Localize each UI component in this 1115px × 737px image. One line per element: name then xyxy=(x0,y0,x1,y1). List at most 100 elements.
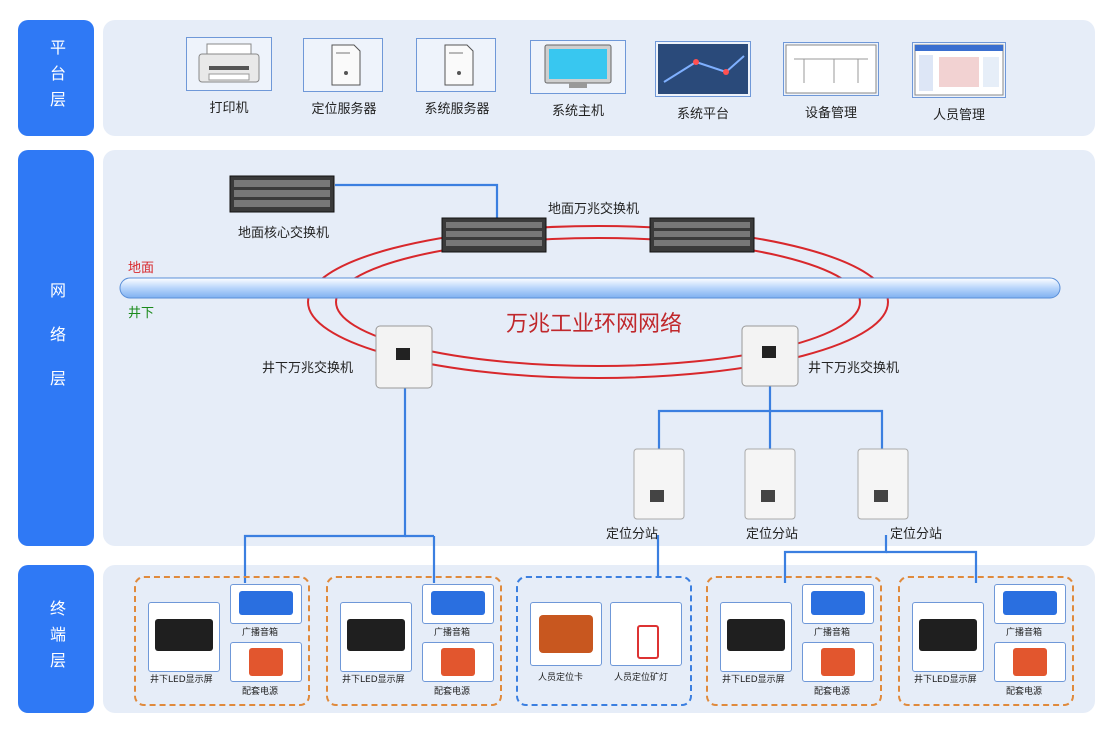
terminal-group-3: 人员定位卡 人员定位矿灯 xyxy=(516,576,692,706)
underground-switch-left-label: 井下万兆交换机 xyxy=(262,361,354,376)
locator-card-label: 人员定位卡 xyxy=(538,673,584,683)
terminal-group-2: 井下LED显示屏 广播音箱 配套电源 xyxy=(326,576,502,706)
station-1-icon xyxy=(633,448,685,520)
led-screen-label: 井下LED显示屏 xyxy=(914,675,977,685)
speaker-icon xyxy=(1003,591,1057,615)
platform-layer-tag: 平台层 xyxy=(18,20,94,136)
left-switch-down-link xyxy=(243,388,407,583)
miner-lamp-card xyxy=(610,602,682,666)
positioning-server-device: 定位服务器 xyxy=(303,38,385,117)
speaker-icon xyxy=(431,591,485,615)
terminal-group-1: 井下LED显示屏 广播音箱 配套电源 xyxy=(134,576,310,706)
system-platform-label: 系统平台 xyxy=(676,107,729,122)
power-card xyxy=(994,642,1066,682)
device-management-screen-icon xyxy=(783,42,879,96)
system-server-icon xyxy=(416,38,496,92)
power-label: 配套电源 xyxy=(242,687,279,697)
monitor-icon xyxy=(530,40,626,94)
speaker-icon xyxy=(239,591,293,615)
speaker-card xyxy=(802,584,874,624)
outer-ring xyxy=(307,225,889,379)
positioning-server-icon xyxy=(303,38,383,92)
speaker-card xyxy=(230,584,302,624)
led-screen-icon xyxy=(727,619,785,651)
speaker-icon xyxy=(811,591,865,615)
system-platform-device: 系统平台 xyxy=(655,41,751,122)
device-management-label: 设备管理 xyxy=(804,106,857,121)
personnel-management-device: 人员管理 xyxy=(912,42,1006,123)
platform-screen-icon xyxy=(655,41,751,97)
station3-to-groups-link xyxy=(783,535,888,583)
network-layer-tag: 网络层 xyxy=(18,150,94,546)
system-host-label: 系统主机 xyxy=(551,104,604,119)
station-3-label: 定位分站 xyxy=(890,527,943,542)
miner-lamp-icon xyxy=(637,625,659,659)
terminal-layer-label: 终端层 xyxy=(47,600,66,678)
system-server-device: 系统服务器 xyxy=(416,38,498,117)
terminal-layer-tag: 终端层 xyxy=(18,565,94,713)
led-screen-label: 井下LED显示屏 xyxy=(722,675,785,685)
ground-switch-label: 地面万兆交换机 xyxy=(548,202,640,217)
speaker-label: 广播音箱 xyxy=(434,628,471,638)
power-label: 配套电源 xyxy=(1006,687,1043,697)
right-switch-to-stations-link xyxy=(657,385,772,449)
speaker-label: 广播音箱 xyxy=(1006,628,1043,638)
led-screen-card xyxy=(720,602,792,672)
ground-switch-left-icon xyxy=(441,217,547,253)
station-3-icon xyxy=(857,448,909,520)
station-2-icon xyxy=(744,448,796,520)
underground-switch-left-icon xyxy=(375,325,433,389)
locator-card-card xyxy=(530,602,602,666)
printer-label: 打印机 xyxy=(209,101,249,116)
core-switch-icon xyxy=(229,175,335,213)
underground-switch-right-icon xyxy=(741,325,799,387)
ground-switch-right-icon xyxy=(649,217,755,253)
led-screen-label: 井下LED显示屏 xyxy=(342,675,405,685)
ground-label: 地面 xyxy=(128,261,155,276)
led-screen-label: 井下LED显示屏 xyxy=(150,675,213,685)
ground-divider-pipe xyxy=(119,277,1061,299)
printer-icon xyxy=(186,37,272,91)
network-layer-label: 网络层 xyxy=(47,282,66,414)
led-screen-icon xyxy=(347,619,405,651)
platform-layer-label: 平台层 xyxy=(47,39,66,117)
power-card xyxy=(230,642,302,682)
printer-device: 打印机 xyxy=(186,37,272,116)
power-label: 配套电源 xyxy=(814,687,851,697)
locator-card-icon xyxy=(539,615,593,653)
power-supply-icon xyxy=(1013,648,1047,676)
device-management-device: 设备管理 xyxy=(783,42,879,121)
personnel-management-label: 人员管理 xyxy=(932,108,985,123)
core-to-ground-link xyxy=(335,183,499,218)
station-2-label: 定位分站 xyxy=(746,527,799,542)
station-1-label: 定位分站 xyxy=(606,527,659,542)
power-card xyxy=(422,642,494,682)
personnel-management-screen-icon xyxy=(912,42,1006,98)
ring-network-label: 万兆工业环网网络 xyxy=(506,312,683,337)
led-screen-icon xyxy=(919,619,977,651)
miner-lamp-label: 人员定位矿灯 xyxy=(614,673,669,683)
power-label: 配套电源 xyxy=(434,687,471,697)
underground-switch-right-label: 井下万兆交换机 xyxy=(808,361,900,376)
speaker-label: 广播音箱 xyxy=(814,628,851,638)
system-server-label: 系统服务器 xyxy=(424,102,490,117)
network-panel xyxy=(103,150,1095,546)
positioning-server-label: 定位服务器 xyxy=(311,102,377,117)
system-host-device: 系统主机 xyxy=(530,40,626,119)
power-card xyxy=(802,642,874,682)
core-switch-label: 地面核心交换机 xyxy=(238,226,330,241)
speaker-card xyxy=(994,584,1066,624)
power-supply-icon xyxy=(441,648,475,676)
power-supply-icon xyxy=(249,648,283,676)
led-screen-card xyxy=(340,602,412,672)
power-supply-icon xyxy=(821,648,855,676)
terminal-group-4: 井下LED显示屏 广播音箱 配套电源 xyxy=(706,576,882,706)
speaker-label: 广播音箱 xyxy=(242,628,279,638)
led-screen-card xyxy=(912,602,984,672)
led-screen-card xyxy=(148,602,220,672)
inner-ring xyxy=(335,237,861,367)
led-screen-icon xyxy=(155,619,213,651)
underground-label: 井下 xyxy=(128,306,155,321)
speaker-card xyxy=(422,584,494,624)
